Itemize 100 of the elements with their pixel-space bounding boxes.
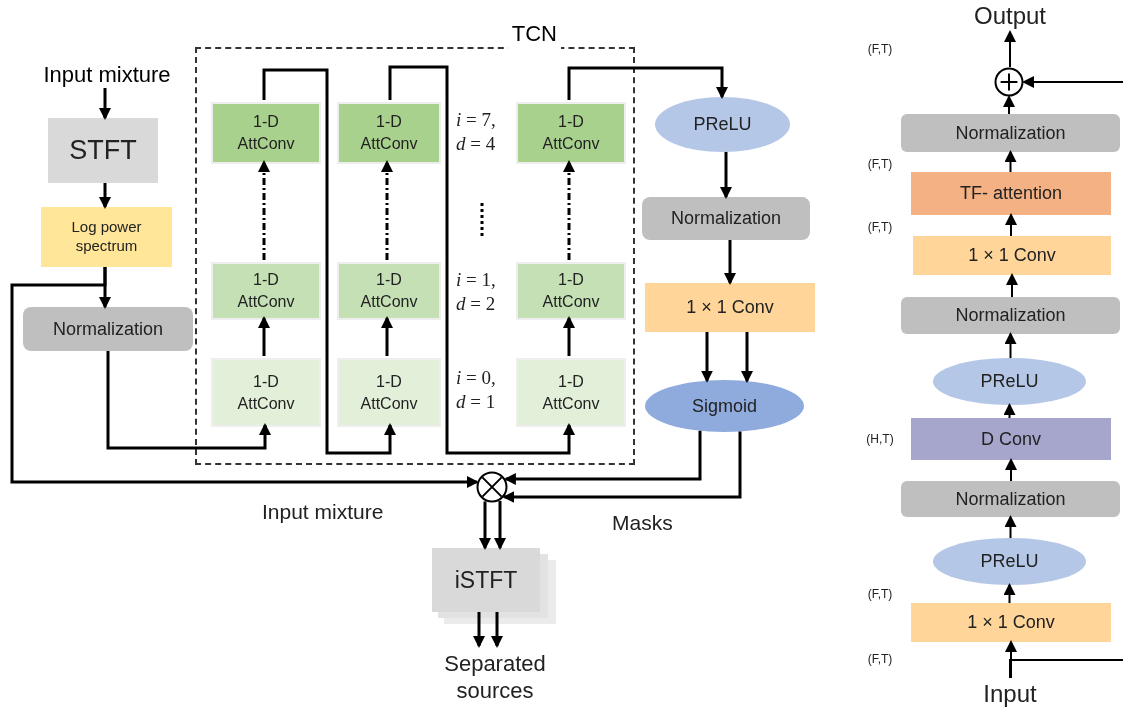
node-text: Sigmoid	[692, 394, 757, 418]
node-text: iSTFT	[454, 565, 518, 595]
node-text: 1-D AttConv	[541, 270, 601, 312]
process-box	[516, 358, 626, 427]
arrow	[106, 351, 271, 450]
arrow	[1004, 515, 1017, 539]
annotation-label: (F,T)	[866, 41, 894, 58]
arrow	[502, 431, 742, 503]
node-text: 1-D AttConv	[359, 371, 419, 414]
annotation-label: (F,T)	[866, 586, 894, 603]
annotation-label: i = 0, d = 1	[456, 366, 497, 414]
node-text: PReLU	[980, 370, 1039, 393]
annotation-label: i = 7, d = 4	[456, 108, 497, 156]
process-box	[911, 418, 1111, 460]
arrow	[491, 612, 503, 648]
annotation-label: Input mixture	[262, 499, 385, 525]
node-text: 1-D AttConv	[359, 270, 419, 312]
node-text: 1-D AttConv	[541, 371, 601, 414]
process-box	[516, 262, 626, 320]
node-text: Separated sources	[443, 649, 547, 705]
arrow	[99, 88, 111, 120]
process-box	[41, 207, 172, 267]
arrow	[1006, 273, 1018, 298]
annotation-label: (H,T)	[865, 431, 895, 448]
process-box	[48, 118, 158, 183]
node-text: Normalization	[955, 304, 1066, 327]
annotation-label: (F,T)	[866, 219, 894, 236]
node-text: Normalization	[670, 207, 781, 230]
arrow	[258, 160, 270, 260]
node-text: Normalization	[955, 121, 1066, 145]
node-text: TF- attention	[959, 182, 1062, 205]
annotation-label: (F,T)	[866, 651, 894, 668]
arrow	[99, 183, 111, 209]
arrow	[563, 316, 575, 356]
arrow	[1003, 95, 1015, 115]
arrow	[563, 160, 575, 260]
node-text: Normalization	[955, 487, 1066, 511]
node-text: D Conv	[981, 427, 1041, 451]
arrow	[724, 240, 736, 285]
process-box	[901, 114, 1120, 152]
arrow	[720, 151, 732, 199]
process-box	[901, 481, 1120, 517]
add-circle	[994, 67, 1024, 97]
node-text: 1 × 1 Conv	[686, 296, 774, 319]
annotation-label: i = 1, d = 2	[456, 268, 497, 316]
node-text: 1 × 1 Conv	[967, 611, 1055, 634]
node-text: Log power spectrum	[70, 218, 143, 256]
process-box	[913, 236, 1111, 275]
arrow	[258, 316, 270, 356]
arrow	[1004, 150, 1017, 173]
arrow	[473, 612, 485, 648]
node-text: 1-D AttConv	[236, 112, 296, 154]
process-box	[516, 102, 626, 164]
arrow	[701, 332, 713, 383]
arrow	[1005, 458, 1017, 482]
process-box	[23, 307, 193, 351]
process-box	[211, 358, 321, 427]
arrow	[1005, 640, 1017, 679]
annotation-label: Masks	[612, 510, 674, 536]
multiply-circle	[476, 471, 508, 503]
node-text: 1-D AttConv	[236, 270, 296, 312]
arrow	[1003, 583, 1016, 604]
process-box	[901, 297, 1120, 334]
arrow	[381, 316, 393, 356]
process-box	[911, 172, 1111, 215]
node-text: Output	[973, 1, 1046, 31]
arrow	[388, 65, 575, 455]
process-box	[211, 262, 321, 320]
node-text: PReLU	[980, 550, 1039, 573]
node-text: 1-D AttConv	[359, 112, 419, 154]
arrow	[1003, 403, 1016, 419]
annotation-label: (F,T)	[866, 156, 894, 173]
process-box	[337, 262, 441, 320]
process-box	[337, 358, 441, 427]
arrow	[479, 501, 491, 550]
arrow	[381, 160, 393, 260]
arrow	[741, 332, 753, 384]
node-text: 1-D AttConv	[541, 112, 601, 154]
node-text: Input mixture	[43, 60, 171, 89]
process-box	[645, 283, 815, 332]
node-text: STFT	[69, 134, 137, 168]
process-box	[337, 102, 441, 164]
process-box	[642, 197, 810, 240]
node-text: 1 × 1 Conv	[968, 244, 1056, 267]
arrow	[262, 68, 396, 455]
arrow	[1022, 76, 1123, 88]
arrow	[503, 430, 702, 485]
arrow	[567, 66, 728, 100]
arrow	[1004, 30, 1016, 69]
process-box	[432, 548, 540, 612]
arrow	[1004, 332, 1017, 359]
arrow	[1005, 213, 1017, 237]
node-text: Normalization	[52, 317, 163, 341]
arrow	[10, 267, 479, 488]
process-box	[211, 102, 321, 164]
process-box	[911, 603, 1111, 642]
node-text: Input	[983, 679, 1037, 709]
node-text: PReLU	[693, 113, 752, 136]
arrow	[494, 500, 506, 550]
node-text: 1-D AttConv	[236, 371, 296, 414]
